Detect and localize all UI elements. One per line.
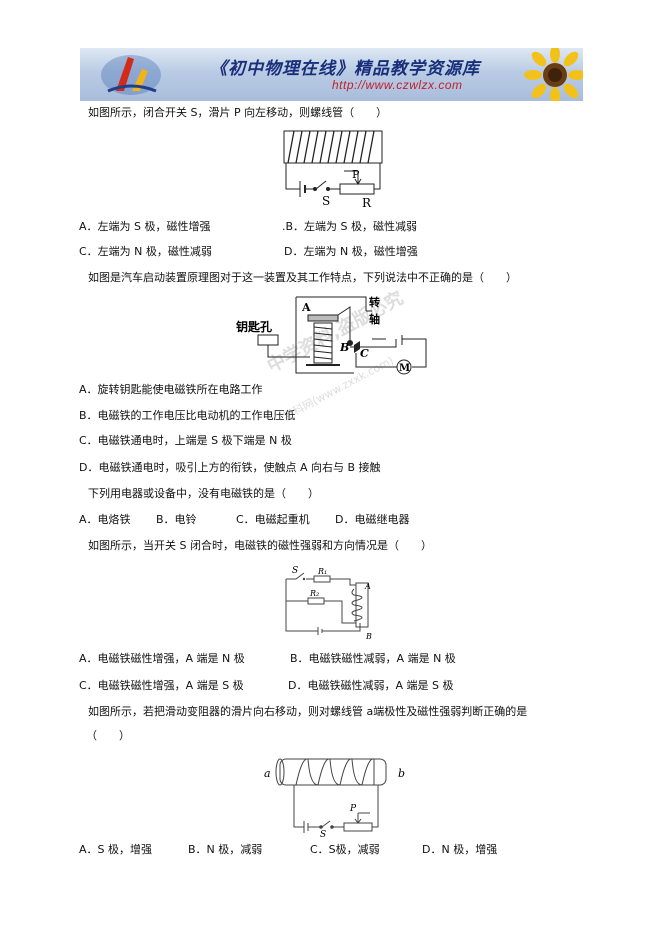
- label-b: B: [339, 341, 349, 354]
- q2-stem: 如图是汽车启动装置原理图对于这一装置及其工作特点，下列说法中不正确的是（ ）: [88, 271, 517, 284]
- q5-option-c[interactable]: C．S极，减弱: [310, 843, 380, 856]
- label-a: a: [264, 767, 271, 780]
- sunflower-icon: [524, 48, 583, 101]
- header-banner: 《初中物理在线》精品教学资源库 http://www.czwlzx.com: [80, 48, 583, 101]
- q4-circuit-figure: S R₁ R₂ A B: [285, 566, 372, 641]
- q1-option-d[interactable]: D．左端为 N 极，磁性增强: [284, 245, 418, 258]
- q4-stem: 如图所示，当开关 S 闭合时，电磁铁的磁性强弱和方向情况是（ ）: [88, 539, 432, 552]
- q4-option-d[interactable]: D．电磁铁磁性减弱，A 端是 S 极: [288, 679, 454, 692]
- q1-circuit-figure: P S R: [283, 130, 383, 209]
- q5-option-a[interactable]: A．S 极，增强: [79, 843, 153, 856]
- label-b: B: [365, 632, 372, 641]
- label-r2: R₂: [309, 589, 319, 598]
- banner-title: 《初中物理在线》精品教学资源库: [210, 59, 480, 79]
- q4-option-a[interactable]: A．电磁铁磁性增强，A 端是 N 极: [79, 652, 245, 665]
- q2-option-d[interactable]: D．电磁铁通电时，吸引上方的衔铁，使触点 A 向右与 B 接触: [79, 461, 381, 474]
- q3-option-b[interactable]: B．电铃: [156, 513, 197, 526]
- q2-option-a[interactable]: A．旋转钥匙能使电磁铁所在电路工作: [79, 383, 263, 396]
- label-pivot-2: 轴: [369, 312, 380, 326]
- q5-stem-paren: （ ）: [86, 729, 130, 742]
- q3-option-a[interactable]: A．电烙铁: [79, 513, 131, 526]
- label-motor: M: [399, 363, 410, 374]
- q5-option-d[interactable]: D．N 极，增强: [422, 843, 498, 856]
- label-s: S: [292, 566, 298, 576]
- q3-stem: 下列用电器或设备中，没有电磁铁的是（ ）: [88, 487, 319, 500]
- q1-stem: 如图所示，闭合开关 S，滑片 P 向左移动，则螺线管（ ）: [88, 106, 388, 119]
- label-a: A: [301, 301, 311, 314]
- banner-url[interactable]: http://www.czwlzx.com: [332, 78, 463, 92]
- label-r1: R₁: [317, 567, 327, 576]
- q2-starter-figure: 钥匙孔 A B C 转 轴 M: [236, 295, 427, 375]
- label-pivot-1: 转: [369, 295, 380, 309]
- q3-option-d[interactable]: D．电磁继电器: [335, 513, 410, 526]
- q1-option-c[interactable]: C．左端为 N 极，磁性减弱: [79, 245, 212, 258]
- label-s: S: [322, 194, 330, 208]
- label-keyhole: 钥匙孔: [236, 319, 272, 334]
- label-c: C: [360, 347, 369, 360]
- label-p: P: [352, 168, 360, 181]
- q1-option-b[interactable]: .B．左端为 S 极，磁性减弱: [282, 220, 418, 233]
- q1-option-a[interactable]: A．左端为 S 极，磁性增强: [79, 220, 211, 233]
- q5-option-b[interactable]: B．N 极，减弱: [188, 843, 263, 856]
- q3-option-c[interactable]: C．电磁起重机: [236, 513, 310, 526]
- label-s: S: [320, 830, 326, 837]
- label-r: R: [362, 196, 372, 209]
- q4-option-b[interactable]: B．电磁铁磁性减弱，A 端是 N 极: [290, 652, 456, 665]
- q2-option-c[interactable]: C．电磁铁通电时，上端是 S 极下端是 N 极: [79, 434, 292, 447]
- logo-icon: [101, 55, 161, 95]
- q5-circuit-figure: a b P S: [264, 758, 405, 837]
- label-a: A: [364, 582, 371, 591]
- q5-stem: 如图所示，若把滑动变阻器的滑片向右移动，则对螺线管 a端极性及磁性强弱判断正确的…: [88, 705, 528, 718]
- label-b: b: [398, 767, 405, 780]
- q2-option-b[interactable]: B．电磁铁的工作电压比电动机的工作电压低: [79, 409, 296, 422]
- q4-option-c[interactable]: C．电磁铁磁性增强，A 端是 S 极: [79, 679, 244, 692]
- label-p: P: [349, 804, 357, 814]
